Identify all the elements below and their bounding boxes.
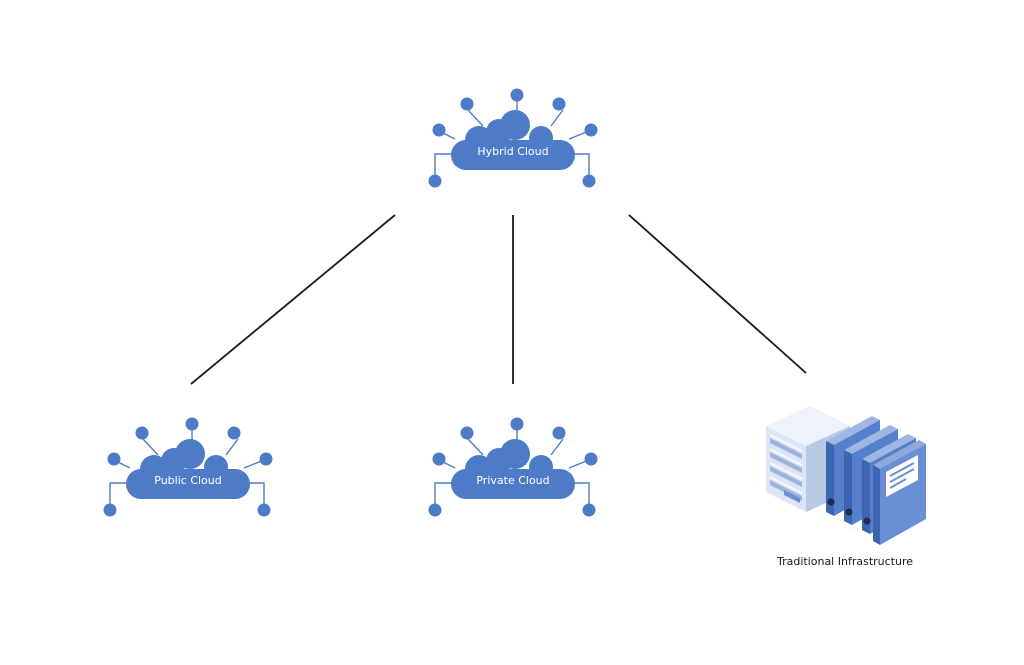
node-private-cloud: Private Cloud bbox=[428, 417, 598, 517]
server-binders-icon bbox=[766, 406, 926, 545]
network-cloud-icon bbox=[428, 417, 598, 517]
network-cloud-icon bbox=[428, 88, 598, 188]
public-cloud-label: Public Cloud bbox=[154, 474, 221, 487]
hybrid-cloud-label: Hybrid Cloud bbox=[477, 145, 548, 158]
connector-lines bbox=[190, 214, 807, 385]
network-cloud-icon bbox=[103, 417, 273, 517]
node-public-cloud: Public Cloud bbox=[103, 417, 273, 517]
node-traditional-infrastructure: Traditional Infrastructure bbox=[766, 406, 926, 568]
traditional-infrastructure-label: Traditional Infrastructure bbox=[776, 555, 913, 568]
binders-icon bbox=[826, 416, 926, 545]
edge-hybrid-traditional bbox=[628, 214, 807, 374]
edge-hybrid-public bbox=[190, 214, 396, 385]
node-hybrid-cloud: Hybrid Cloud bbox=[428, 88, 598, 188]
private-cloud-label: Private Cloud bbox=[476, 474, 549, 487]
